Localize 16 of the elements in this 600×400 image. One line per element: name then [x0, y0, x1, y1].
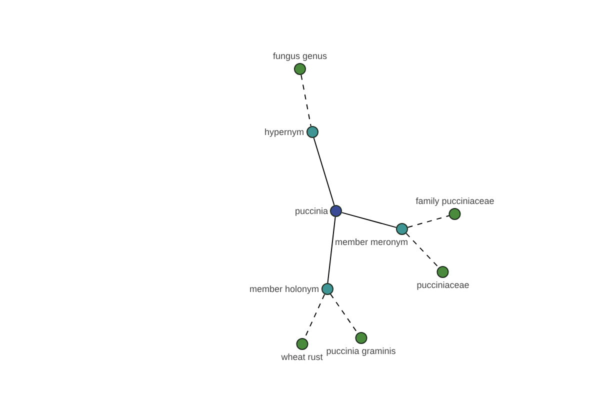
connector-line	[313, 137, 335, 206]
node-label: member meronym	[334, 237, 408, 247]
connector-line	[327, 216, 336, 284]
connector-line	[300, 74, 312, 127]
connector-line	[330, 293, 358, 334]
node-label: wheat rust	[281, 352, 323, 362]
node-label: family pucciniaceae	[416, 196, 494, 206]
connector-line	[407, 215, 450, 228]
connector-line	[406, 232, 440, 268]
connector-line	[341, 212, 397, 228]
node-label: fungus genus	[272, 51, 328, 61]
node-label: pucciniaceae	[416, 280, 470, 290]
node-label: puccinia	[294, 206, 328, 216]
node-label: member holonym	[249, 284, 319, 294]
node-label: puccinia graminis	[326, 346, 396, 356]
node-label: hypernym	[264, 127, 304, 137]
